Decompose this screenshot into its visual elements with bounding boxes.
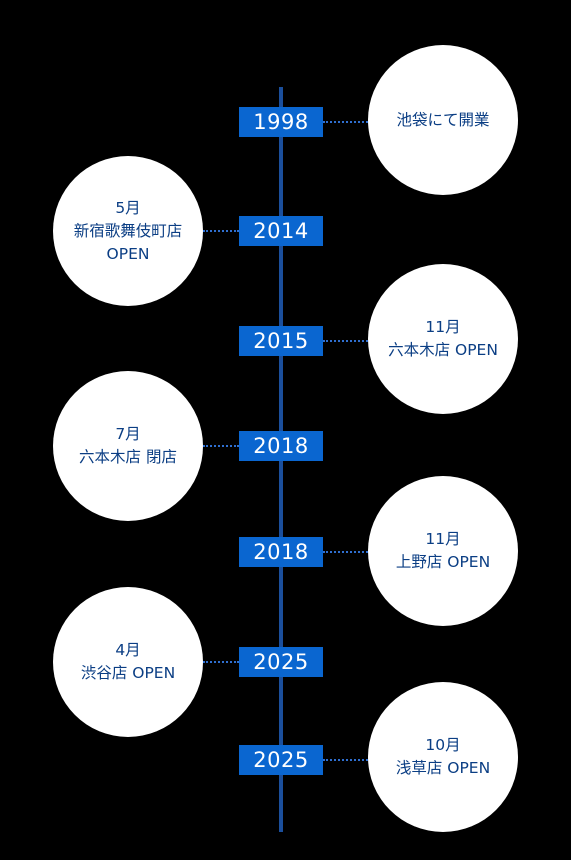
year-label: 2014 bbox=[239, 216, 323, 246]
connector-dots bbox=[323, 759, 368, 761]
year-label: 2018 bbox=[239, 537, 323, 567]
connector-dots bbox=[203, 230, 239, 232]
connector-dots bbox=[323, 340, 368, 342]
event-text: 六本木店 閉店 bbox=[79, 448, 177, 466]
event-circle: 11月 上野店 OPEN bbox=[368, 476, 518, 626]
connector-dots bbox=[323, 551, 368, 553]
connector-dots bbox=[323, 121, 368, 123]
event-text: 池袋にて開業 bbox=[396, 110, 490, 129]
event-text: OPEN bbox=[106, 244, 150, 263]
event-text: 新宿歌舞伎町店 bbox=[73, 221, 183, 240]
event-text: 浅草店 OPEN bbox=[395, 759, 491, 777]
event-month: 10月 bbox=[425, 736, 461, 754]
event-month: 11月 bbox=[425, 530, 461, 548]
connector-dots bbox=[203, 661, 239, 663]
event-month: 7月 bbox=[115, 425, 141, 443]
event-circle: 10月 浅草店 OPEN bbox=[368, 682, 518, 832]
event-text: 上野店 OPEN bbox=[395, 553, 491, 571]
event-circle: 5月 新宿歌舞伎町店 OPEN bbox=[53, 156, 203, 306]
event-month: 4月 bbox=[115, 641, 141, 659]
year-label: 2018 bbox=[239, 431, 323, 461]
connector-dots bbox=[203, 445, 239, 447]
year-label: 1998 bbox=[239, 107, 323, 137]
event-circle: 池袋にて開業 bbox=[368, 45, 518, 195]
event-month: 5月 bbox=[115, 198, 141, 217]
year-label: 2025 bbox=[239, 745, 323, 775]
event-circle: 7月 六本木店 閉店 bbox=[53, 371, 203, 521]
event-text: 六本木店 OPEN bbox=[388, 341, 498, 359]
event-text: 渋谷店 OPEN bbox=[80, 664, 176, 682]
year-label: 2025 bbox=[239, 647, 323, 677]
event-month: 11月 bbox=[425, 318, 461, 336]
year-label: 2015 bbox=[239, 326, 323, 356]
event-circle: 11月 六本木店 OPEN bbox=[368, 264, 518, 414]
event-circle: 4月 渋谷店 OPEN bbox=[53, 587, 203, 737]
